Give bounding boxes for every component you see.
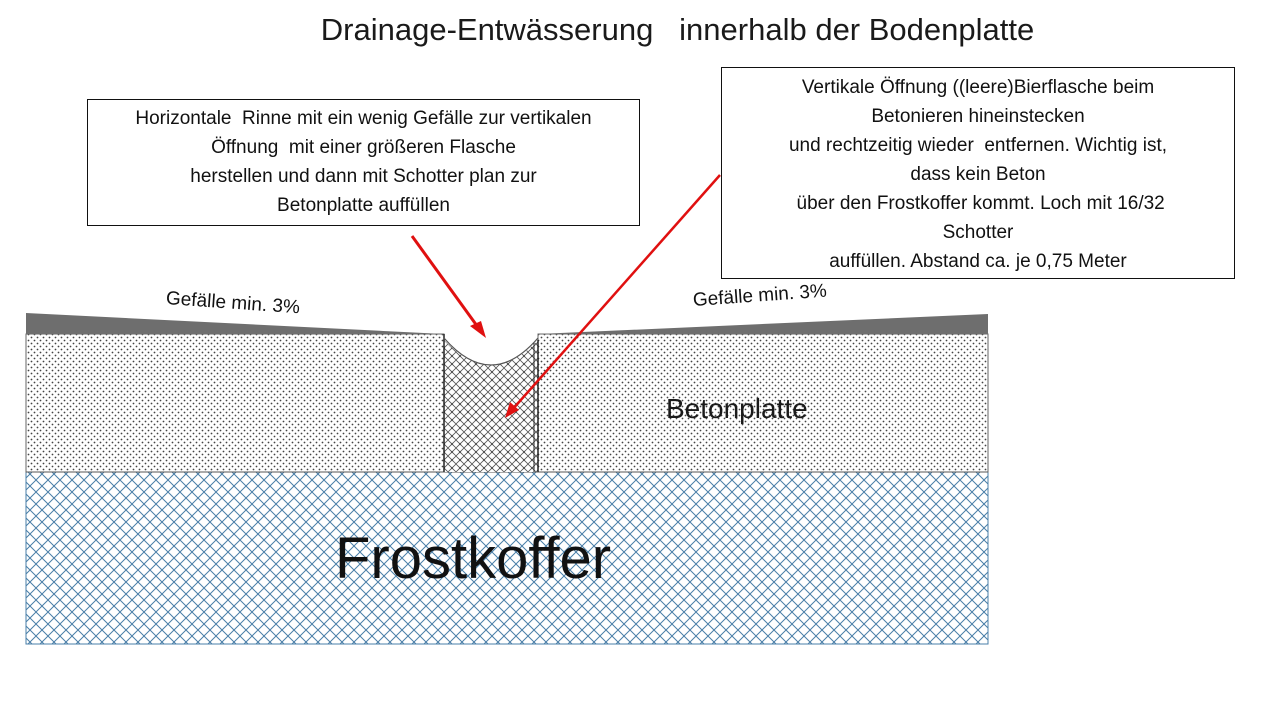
diagram-title: Drainage-Entwässerung innerhalb der Bode… <box>320 12 1035 47</box>
callout-line: Betonieren hineinstecken <box>871 106 1085 127</box>
callout-line: herstellen und dann mit Schotter plan zu… <box>190 166 537 187</box>
callout-line: Betonplatte auffüllen <box>277 195 450 216</box>
callout-line: dass kein Beton <box>910 164 1046 185</box>
callout-vertical-opening: Vertikale Öffnung ((leere)Bierflasche be… <box>721 67 1235 279</box>
frost-layer-label: Frostkoffer <box>335 526 612 591</box>
arrow-left-head <box>470 321 486 338</box>
callout-line: Öffnung mit einer größeren Flasche <box>211 137 516 158</box>
vertical-opening <box>444 340 538 472</box>
callout-line: und rechtzeitig wieder entfernen. Wichti… <box>788 135 1168 156</box>
callout-line: Vertikale Öffnung ((leere)Bierflasche be… <box>801 77 1155 98</box>
arrow-left <box>410 235 482 331</box>
channel-curve <box>443 337 539 366</box>
slope-wedge-left <box>26 313 444 334</box>
callout-line: Schotter <box>942 222 1014 243</box>
arrow-right-head <box>505 402 519 418</box>
frost-layer <box>25 471 989 645</box>
callout-horizontal-channel: Horizontale Rinne mit ein wenig Gefälle … <box>87 99 640 226</box>
concrete-layer-label: Betonplatte <box>666 393 808 424</box>
callout-line: Horizontale Rinne mit ein wenig Gefälle … <box>135 108 592 129</box>
callout-line: auffüllen. Abstand ca. je 0,75 Meter <box>829 251 1127 272</box>
callout-line: über den Frostkoffer kommt. Loch mit 16/… <box>791 193 1165 214</box>
arrow-right <box>511 174 721 411</box>
slope-wedge-right <box>538 314 988 334</box>
